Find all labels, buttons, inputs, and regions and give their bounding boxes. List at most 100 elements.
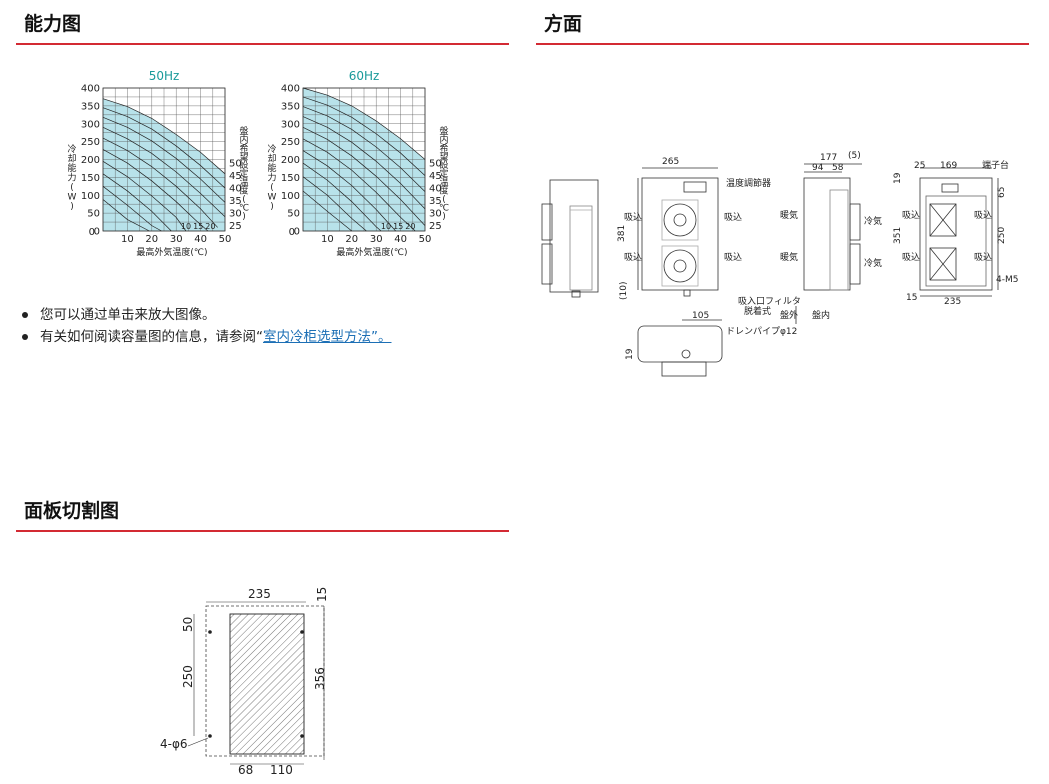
y-axis-title-char: 却 [267,154,276,165]
right-axis-title-char: 定 [239,168,248,180]
cutout-dim-15: 15 [315,587,329,602]
notes-list: 您可以通过单击来放大图像。 有关如何阅读容量图的信息，请参阅“室内冷柜选型方法”… [20,304,392,348]
x-tick-label: 20 [345,234,358,245]
panel-cutout-heading-rule [16,530,509,532]
x-axis-title: 最高外気温度(℃) [136,246,207,258]
right-tick-label: 25 [229,221,242,232]
y-axis-title-char: 冷 [267,143,276,155]
right-axis-title-char: 盤 [439,125,448,137]
right-axis-title-char: 望 [239,151,248,163]
dim-15: 15 [906,293,917,303]
series-line-curve-7 [102,173,172,232]
label-cool-2: 冷気 [864,257,882,269]
right-axis-title-char: 温 [439,177,448,188]
series-line-35 [102,127,226,217]
right-tick-label: 50 [229,159,242,170]
x-tick-label: 40 [394,234,407,245]
dim-265: 265 [662,157,679,167]
dim-235: 235 [944,297,961,307]
inner-tick-label: 10 [181,222,191,231]
chart-title: 50Hz [149,69,180,83]
label-m5: 4-M5 [996,275,1018,285]
capacity-heading-rule [16,43,509,45]
label-inside: 盤内 [812,309,830,321]
x-tick-label: 30 [370,234,383,245]
label-intake-5: 吸込 [902,210,920,221]
cutout-dim-68: 68 [238,763,253,777]
label-exhaust-2: 暖気 [780,251,798,263]
y-axis-title-char: ) [70,202,74,212]
series-line-curve-9 [302,190,353,232]
y-axis-title-char: ) [270,202,274,212]
series-line-40 [102,116,226,203]
series-line-45 [102,107,226,189]
x-tick-label: 50 [219,234,232,245]
dim-105: 105 [692,311,709,321]
y-tick-label: 400 [81,84,100,95]
label-intake-8: 吸込 [974,252,992,263]
y-tick-label: 250 [281,137,300,148]
right-axis-title-char: 内 [439,134,448,146]
right-tick-label: 35 [429,196,442,207]
right-axis-title-char: 温 [239,177,248,188]
label-outside: 盤外 [780,309,798,321]
x-tick-label: 30 [170,234,183,245]
x-tick-label: 40 [194,234,207,245]
right-axis-title-char: 望 [439,151,448,163]
dim-10: (10) [619,282,629,300]
right-axis-title-char: 設 [439,159,448,171]
bottom-view [637,325,723,363]
right-axis-title-char: 内 [239,134,248,146]
label-cool-1: 冷気 [864,215,882,227]
y-tick-label: 200 [81,155,100,166]
dimension-drawing[interactable]: 265 381 (10) 177 (5) 94 58 25 169 19 351… [541,148,1042,388]
label-intake-2: 吸込 [624,252,642,263]
right-axis-title-char: 希 [239,142,248,154]
cutout-area [229,613,305,755]
right-axis-title-char: ) [442,212,446,222]
cutout-holes-label: 4-φ6 [160,737,188,751]
cutout-dim-110: 110 [270,763,293,777]
series-line-curve-7 [302,162,382,232]
y-tick-label: 0 [294,227,300,238]
panel-cutout-drawing[interactable]: 235 15 50 250 356 68 110 4-φ6 [158,584,338,777]
series-line-50 [302,87,426,160]
series-line-35 [302,116,426,210]
right-axis-title-char: ) [242,212,246,222]
label-exhaust-1: 暖気 [780,209,798,221]
dim-250: 250 [997,227,1007,244]
right-tick-label: 45 [429,171,442,182]
y-tick-label: 350 [81,101,100,112]
label-terminal: 端子台 [982,159,1009,171]
series-line-50 [102,98,226,175]
series-line-curve-8 [302,176,367,232]
aspect-heading-rule [536,43,1029,45]
dim-94: 94 [812,163,824,173]
series-line-40 [302,106,426,192]
y-axis-title-char: ( [270,183,274,193]
series-line-45 [302,96,426,176]
label-drain: ドレンパイプφ12 [726,326,797,337]
series-line-25 [102,149,209,232]
y-axis-title-char: 能 [267,162,276,174]
y-tick-label: 100 [81,191,100,202]
series-line-curve-8 [102,186,162,232]
series-line-30 [302,127,426,226]
right-axis-title-char: ( [242,195,246,205]
right-axis-title-char: ( [442,195,446,205]
y-axis-title-char: W [68,193,77,203]
series-line-curve-6 [102,160,187,232]
y-tick-label: 150 [281,173,300,184]
inner-tick-label: 15 [193,222,203,231]
selection-method-link[interactable]: 室内冷柜选型方法”。 [263,329,392,345]
right-tick-label: 25 [429,221,442,232]
right-axis-title-char: 設 [239,159,248,171]
right-axis-title-char: 度 [239,185,248,197]
label-detachable: 脱着式 [744,305,771,317]
y-tick-label: 200 [281,155,300,166]
chart-frame [102,87,226,232]
y-tick-label: 100 [281,191,300,202]
label-intake-1: 吸込 [624,212,642,223]
